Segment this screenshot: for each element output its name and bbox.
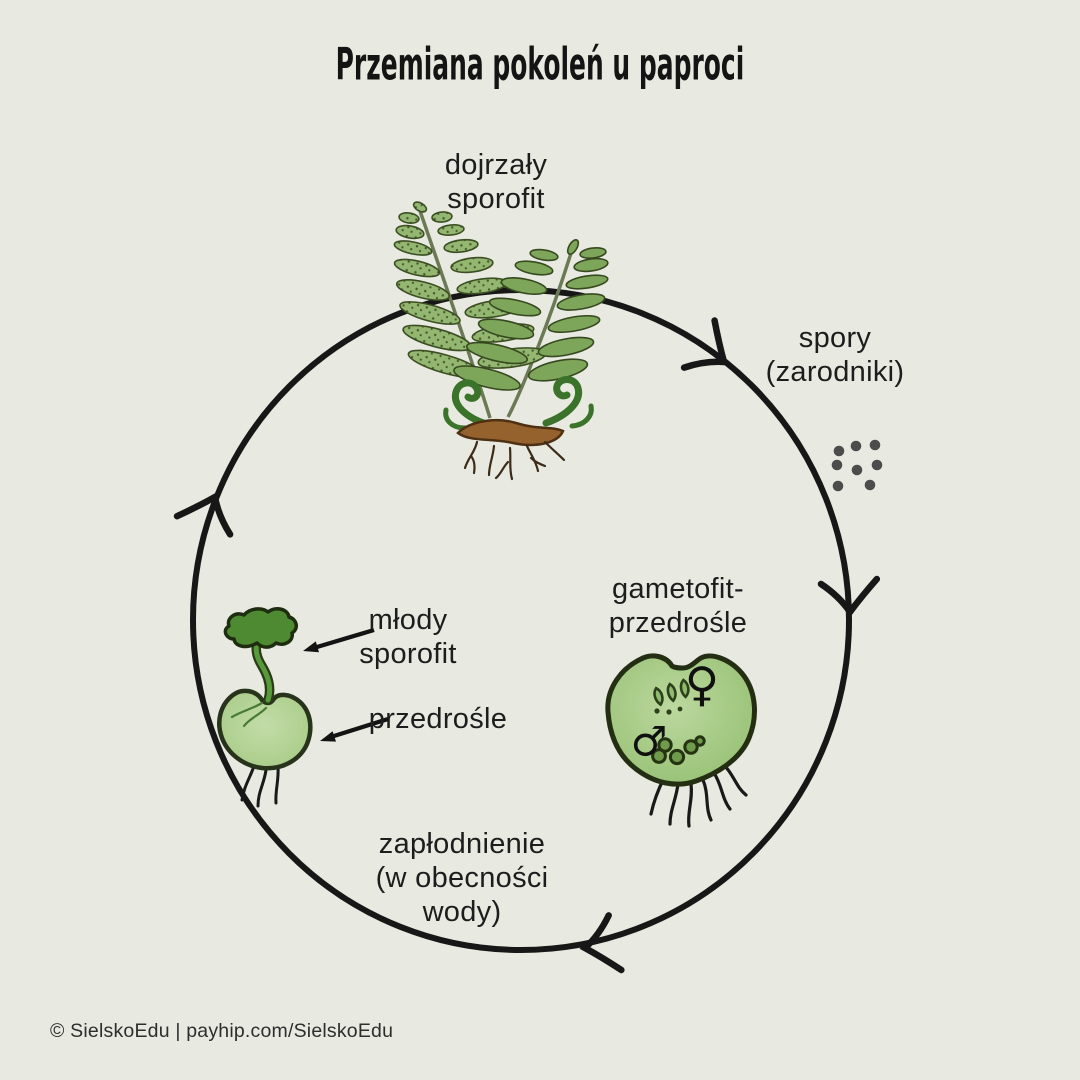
fern-stem-left [417, 207, 492, 419]
label-line: przedrośle [608, 607, 748, 639]
credit-footer: © SielskoEdu | payhip.com/SielskoEdu [50, 1020, 394, 1042]
young-sporophyte-leaf [223, 607, 298, 649]
label-mature-sporophyte: dojrzały sporofit [445, 148, 547, 216]
prothallium-arrowhead [320, 731, 336, 742]
gametophyte-illustration [605, 653, 757, 828]
fern-frond-right [453, 238, 609, 391]
spores-illustration [831, 439, 883, 492]
fern-fiddleheads [443, 376, 594, 431]
young-sporophyte-stem [253, 640, 273, 703]
callout-arrows [303, 627, 389, 742]
prothallium-arrow [333, 716, 389, 739]
label-line: wody) [422, 896, 502, 928]
label-line: sporofit [447, 183, 545, 215]
label-spores: spory (zarodniki) [766, 321, 905, 389]
title-wrap: Przemiana pokoleń u paproci [0, 38, 1080, 90]
label-prothallium: przedrośle [369, 702, 507, 736]
gametophyte-rhizoids [649, 763, 748, 828]
young-sporophyte-arrowhead [303, 641, 319, 653]
fern-roots [463, 440, 566, 481]
female-symbol-icon: ♀ [684, 657, 720, 713]
label-line: (w obecności [375, 862, 549, 894]
prothallium-body [217, 688, 313, 771]
fern-illustration [393, 201, 609, 481]
gametophyte-antheridia [651, 735, 706, 766]
gametophyte-archegonia [653, 678, 690, 715]
label-young-sporophyte: młody sporofit [359, 603, 457, 671]
label-line: gametofit- [612, 573, 744, 605]
fern-rhizome [456, 419, 565, 447]
label-gametophyte: gametofit- przedrośle [609, 572, 747, 640]
cycle-arrowhead-bottom [580, 915, 621, 976]
label-line: zapłodnienie [378, 828, 546, 860]
label-line: dojrzały [444, 149, 548, 181]
label-line: (zarodniki) [765, 356, 905, 388]
gametophyte-body [605, 653, 757, 787]
label-line: sporofit [359, 638, 457, 670]
young-sporophyte-rhizoids [240, 764, 280, 808]
prothallium-rootlets [230, 701, 268, 728]
label-fertilization: zapłodnienie (w obecności wody) [376, 827, 549, 929]
page-title: Przemiana pokoleń u paproci [335, 38, 745, 91]
label-line: przedrośle [368, 703, 508, 735]
label-line: młody [368, 604, 448, 636]
young-sporophyte-illustration [217, 607, 313, 808]
young-sporophyte-arrow [316, 627, 375, 650]
label-line: spory [798, 322, 872, 354]
male-symbol-icon: ♂ [630, 717, 668, 766]
